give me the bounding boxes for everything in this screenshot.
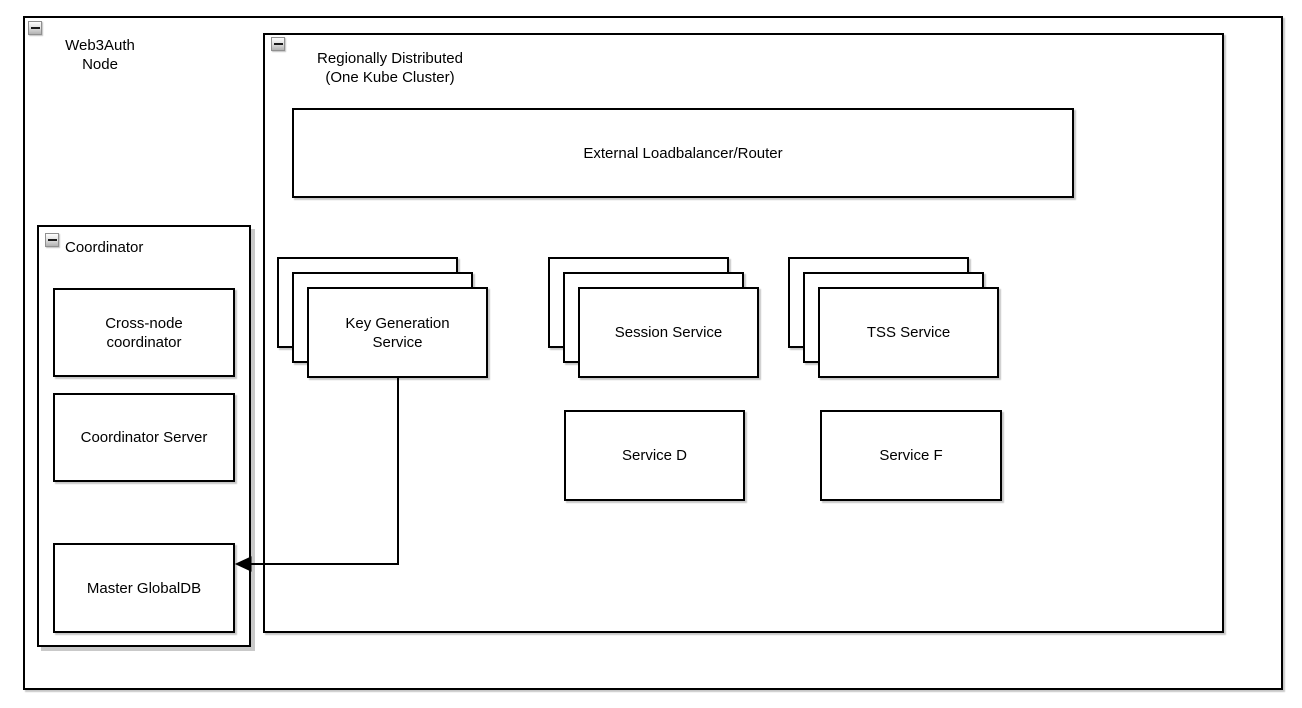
minus-icon <box>47 239 57 241</box>
node-label: Service D <box>621 447 688 464</box>
group-coordinator[interactable]: Coordinator Cross-node coordinator Coord… <box>37 225 251 647</box>
node-label: Cross-node coordinator <box>105 314 183 351</box>
node-label: Session Service <box>614 324 723 341</box>
node-label: Master GlobalDB <box>86 579 202 597</box>
node-label: Key Generation Service <box>345 314 450 351</box>
node-service-f[interactable]: Service F <box>820 410 1002 501</box>
collapse-button-coordinator[interactable] <box>45 233 59 247</box>
node-cross-node-coordinator[interactable]: Cross-node coordinator <box>53 288 235 377</box>
node-service-d[interactable]: Service D <box>564 410 745 501</box>
group-label-regional: Regionally Distributed (One Kube Cluster… <box>295 49 485 87</box>
node-label: Coordinator Server <box>80 429 208 446</box>
group-label-line: (One Kube Cluster) <box>325 69 455 86</box>
node-label: External Loadbalancer/Router <box>583 144 783 162</box>
node-label: TSS Service <box>866 324 951 341</box>
group-label-coordinator: Coordinator <box>65 239 144 256</box>
node-master-globaldb[interactable]: Master GlobalDB <box>53 543 235 633</box>
node-label: Service F <box>879 447 943 464</box>
node-coordinator-server[interactable]: Coordinator Server <box>53 393 235 482</box>
minus-icon <box>273 43 283 45</box>
group-label-web3auth: Web3Auth Node <box>25 36 175 74</box>
minus-icon <box>30 27 40 29</box>
collapse-button-regional[interactable] <box>271 37 285 51</box>
node-external-loadbalancer[interactable]: External Loadbalancer/Router <box>292 108 1074 198</box>
node-session-service[interactable]: Session Service <box>578 287 759 378</box>
group-label-line: Node <box>82 56 118 73</box>
group-label-line: Web3Auth <box>65 37 135 54</box>
node-key-generation-service[interactable]: Key Generation Service <box>307 287 488 378</box>
node-tss-service[interactable]: TSS Service <box>818 287 999 378</box>
group-label-line: Regionally Distributed <box>317 50 463 67</box>
collapse-button-web3auth[interactable] <box>28 21 42 35</box>
